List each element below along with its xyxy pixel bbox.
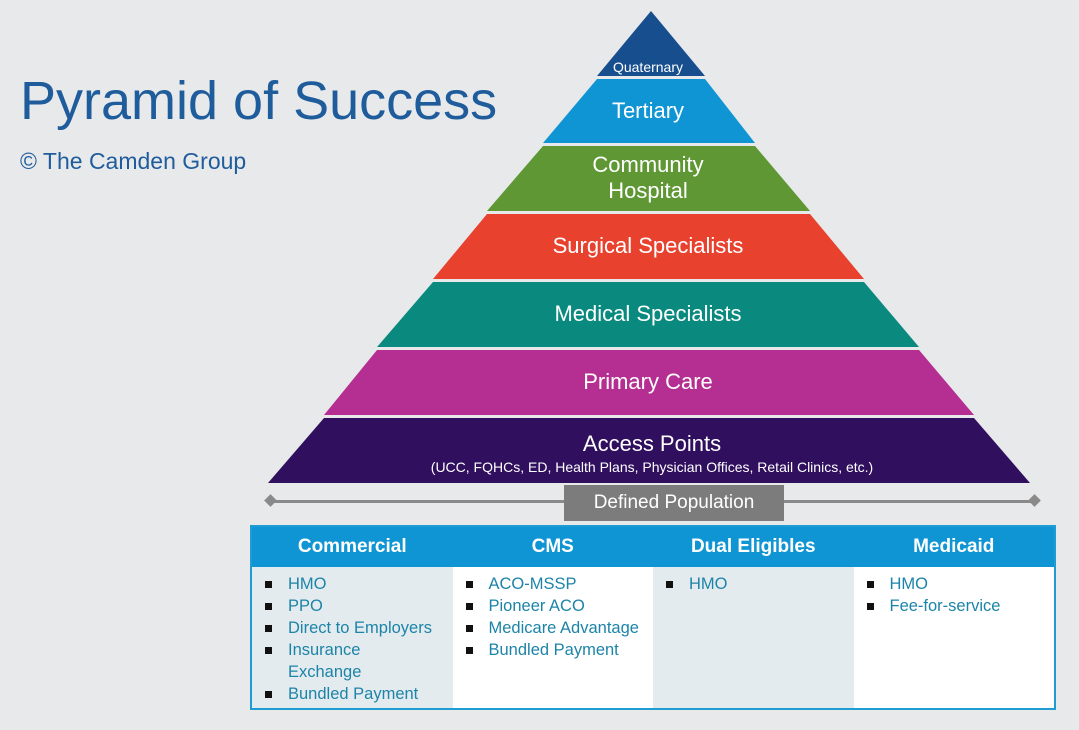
payer-list: ACO-MSSP Pioneer ACO Medicare Advantage … bbox=[463, 573, 648, 661]
payer-list: HMO PPO Direct to Employers Insurance Ex… bbox=[262, 573, 447, 705]
payer-item: Bundled Payment bbox=[463, 639, 648, 661]
payer-item: PPO bbox=[262, 595, 447, 617]
payer-item: Pioneer ACO bbox=[463, 595, 648, 617]
payer-header: Medicaid bbox=[853, 527, 1054, 567]
payer-column-cms: CMS ACO-MSSP Pioneer ACO Medicare Advant… bbox=[452, 527, 654, 708]
tier-community-hospital-label-line1: Community bbox=[592, 152, 703, 177]
payer-table: Commercial HMO PPO Direct to Employers I… bbox=[250, 525, 1056, 710]
payer-body: HMO PPO Direct to Employers Insurance Ex… bbox=[252, 567, 453, 708]
tier-medical-specialists-label: Medical Specialists bbox=[554, 301, 741, 326]
payer-list: HMO Fee-for-service bbox=[864, 573, 1049, 617]
tier-tertiary-shape bbox=[543, 79, 755, 143]
payer-item: HMO bbox=[262, 573, 447, 595]
payer-list: HMO bbox=[663, 573, 848, 595]
tier-primary-care-label: Primary Care bbox=[583, 369, 713, 394]
page-title: Pyramid of Success bbox=[20, 71, 498, 131]
copyright-subtitle: © The Camden Group bbox=[20, 148, 247, 174]
population-bracket-right-diamond bbox=[1028, 494, 1041, 507]
payer-item: Fee-for-service bbox=[864, 595, 1049, 617]
payer-column-dual-eligibles: Dual Eligibles HMO bbox=[653, 527, 854, 708]
tier-quaternary-label: Quaternary bbox=[613, 59, 683, 75]
tier-medical-specialists-shape bbox=[377, 282, 919, 347]
tier-access-points-shape bbox=[268, 418, 1030, 483]
tier-access-points-label: Access Points bbox=[583, 431, 721, 456]
payer-column-commercial: Commercial HMO PPO Direct to Employers I… bbox=[252, 527, 453, 708]
tier-access-points-sublabel: (UCC, FQHCs, ED, Health Plans, Physician… bbox=[431, 459, 873, 475]
payer-item: HMO bbox=[663, 573, 848, 595]
tier-quaternary-shape bbox=[597, 11, 705, 76]
payer-header: Commercial bbox=[252, 527, 453, 567]
tier-surgical-specialists-shape bbox=[433, 214, 864, 279]
tier-primary-care-shape bbox=[324, 350, 974, 415]
pyramid-diagram: Quaternary Tertiary Community Hospital S… bbox=[268, 11, 1030, 483]
tier-community-hospital-shape bbox=[487, 146, 810, 211]
payer-item: Medicare Advantage bbox=[463, 617, 648, 639]
tier-tertiary-label: Tertiary bbox=[612, 98, 684, 123]
tier-surgical-specialists-label: Surgical Specialists bbox=[553, 233, 744, 258]
payer-header: Dual Eligibles bbox=[653, 527, 854, 567]
population-bracket-left-diamond bbox=[264, 494, 277, 507]
defined-population-label: Defined Population bbox=[564, 485, 784, 521]
payer-item: HMO bbox=[864, 573, 1049, 595]
payer-body: HMO bbox=[653, 567, 854, 708]
payer-body: HMO Fee-for-service bbox=[854, 567, 1055, 708]
payer-column-medicaid: Medicaid HMO Fee-for-service bbox=[853, 527, 1055, 708]
payer-body: ACO-MSSP Pioneer ACO Medicare Advantage … bbox=[453, 567, 654, 708]
payer-item: ACO-MSSP bbox=[463, 573, 648, 595]
payer-item: Bundled Payment bbox=[262, 683, 447, 705]
tier-community-hospital-label-line2: Hospital bbox=[608, 178, 687, 203]
payer-header: CMS bbox=[452, 527, 653, 567]
payer-item: Direct to Employers bbox=[262, 617, 447, 639]
payer-item: Insurance Exchange bbox=[262, 639, 447, 683]
